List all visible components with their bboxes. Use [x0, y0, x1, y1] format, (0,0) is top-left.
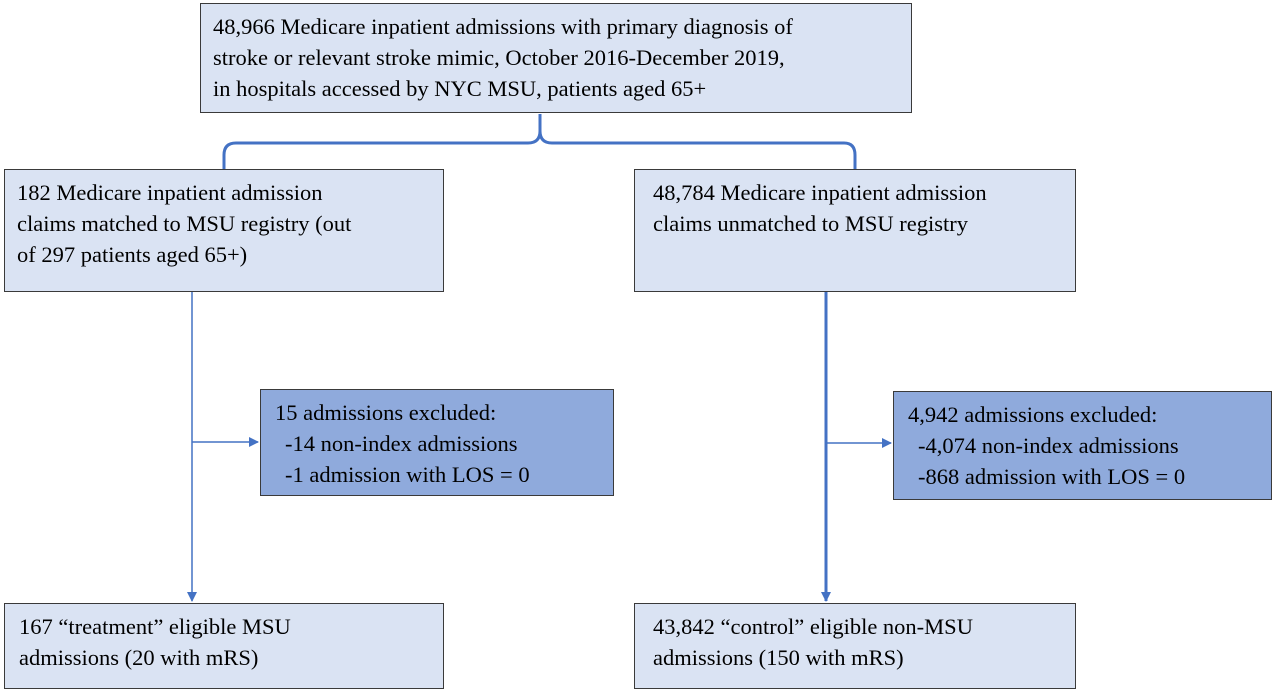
- unmatched-exclusions-non-index: -4,074 non-index admissions: [918, 433, 1179, 458]
- matched-exclusions-heading: 15 admissions excluded:: [275, 400, 497, 425]
- unmatched-exclusions-heading: 4,942 admissions excluded:: [908, 402, 1158, 427]
- unmatched-claims-line-2: claims unmatched to MSU registry: [653, 211, 968, 236]
- matched-exclusions-los-zero: -1 admission with LOS = 0: [285, 462, 530, 487]
- control-eligible-line-2: admissions (150 with mRS): [653, 645, 904, 670]
- matched-claims-line-3: of 297 patients aged 65+): [17, 242, 248, 267]
- unmatched-exclusions-box: 4,942 admissions excluded: -4,074 non-in…: [893, 391, 1272, 500]
- unmatched-claims-box: 48,784 Medicare inpatient admission clai…: [634, 169, 1076, 292]
- split-brace: [222, 114, 857, 169]
- treatment-eligible-line-2: admissions (20 with mRS): [19, 645, 259, 670]
- control-eligible-line-1: 43,842 “control” eligible non-MSU: [653, 614, 973, 639]
- matched-claims-box: 182 Medicare inpatient admission claims …: [4, 169, 444, 292]
- total-admissions-box: 48,966 Medicare inpatient admissions wit…: [200, 3, 912, 113]
- unmatched-exclusions-los-zero: -868 admission with LOS = 0: [918, 464, 1186, 489]
- matched-claims-line-1: 182 Medicare inpatient admission: [17, 180, 323, 205]
- unmatched-claims-line-1: 48,784 Medicare inpatient admission: [653, 180, 987, 205]
- total-admissions-line-3: in hospitals accessed by NYC MSU, patien…: [213, 76, 707, 101]
- total-admissions-line-2: stroke or relevant stroke mimic, October…: [213, 45, 785, 70]
- total-admissions-line-1: 48,966 Medicare inpatient admissions wit…: [213, 14, 793, 39]
- treatment-eligible-box: 167 “treatment” eligible MSU admissions …: [4, 603, 444, 689]
- matched-exclusions-non-index: -14 non-index admissions: [285, 431, 518, 456]
- treatment-eligible-line-1: 167 “treatment” eligible MSU: [19, 614, 291, 639]
- control-eligible-box: 43,842 “control” eligible non-MSU admiss…: [634, 603, 1076, 689]
- matched-claims-line-2: claims matched to MSU registry (out: [17, 211, 352, 236]
- matched-exclusions-box: 15 admissions excluded: -14 non-index ad…: [260, 389, 614, 496]
